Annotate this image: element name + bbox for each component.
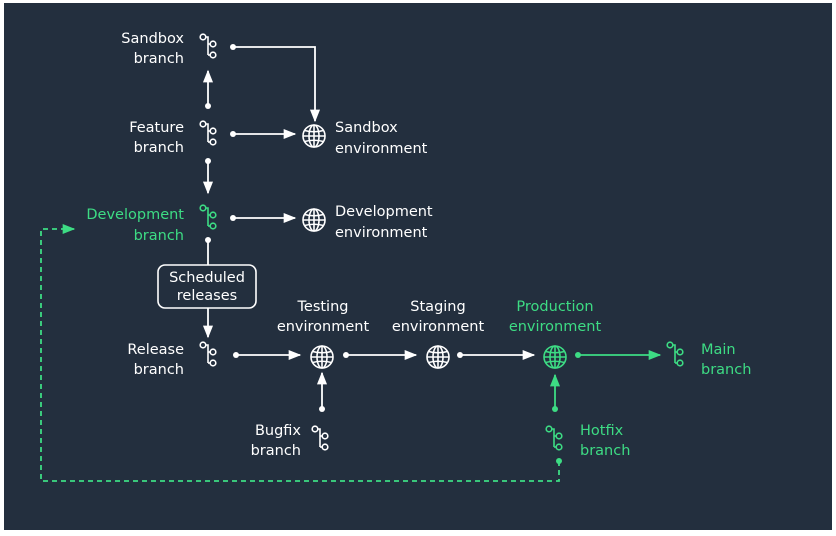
sandbox-branch-label-line1: Sandbox xyxy=(121,31,184,47)
bugfix-branch-label-line1: Bugfix xyxy=(255,423,301,439)
development-environment-label-line1: Development xyxy=(335,204,433,220)
sandbox-branch-label-line2: branch xyxy=(134,51,184,67)
scheduled-releases-line2: releases xyxy=(177,288,237,304)
hotfix-branch-label-line1: Hotfix xyxy=(580,423,624,439)
release-branch-label-line1: Release xyxy=(127,342,184,358)
connectors xyxy=(202,46,536,409)
bugfix-branch-label-line2: branch xyxy=(251,443,301,459)
connector-dots xyxy=(205,44,463,412)
production-environment-label-line2: environment xyxy=(509,319,602,335)
sandbox-environment-label-line1: Sandbox xyxy=(335,120,398,136)
scheduled-releases-line1: Scheduled xyxy=(169,270,245,286)
arrow-sandbox-branch-to-sandbox-env xyxy=(233,46,321,123)
dashed-hotfix-to-development xyxy=(40,223,560,482)
branching-diagram: Scheduled releases Sandbox branch Featur… xyxy=(4,3,832,530)
sandbox-environment-label-line2: environment xyxy=(335,141,428,157)
development-environment-label-line2: environment xyxy=(335,225,428,241)
sandbox-environment-globe-icon xyxy=(302,124,326,148)
staging-environment-globe-icon xyxy=(426,345,450,369)
hotfix-connectors xyxy=(40,223,662,482)
hotfix-branch-label-line2: branch xyxy=(580,443,630,459)
development-branch-label-line2: branch xyxy=(134,228,184,244)
main-branch-label-line1: Main xyxy=(701,342,736,358)
hotfix-connector-dots xyxy=(552,352,581,464)
development-environment-globe-icon xyxy=(302,208,326,232)
production-environment-label-line1: Production xyxy=(516,299,593,315)
staging-environment-label-line1: Staging xyxy=(410,299,465,315)
production-environment-globe-icon xyxy=(543,345,567,369)
development-branch-label-line1: Development xyxy=(86,207,184,223)
staging-environment-label-line2: environment xyxy=(392,319,485,335)
main-branch-label-line2: branch xyxy=(701,362,751,378)
testing-environment-label-line2: environment xyxy=(277,319,370,335)
testing-environment-globe-icon xyxy=(310,345,334,369)
feature-branch-label-line2: branch xyxy=(134,140,184,156)
testing-environment-label-line1: Testing xyxy=(297,299,349,315)
feature-branch-label-line1: Feature xyxy=(129,120,184,136)
release-branch-label-line2: branch xyxy=(134,362,184,378)
diagram-frame: Scheduled releases Sandbox branch Featur… xyxy=(4,3,832,530)
scheduled-releases-box xyxy=(157,264,257,309)
diagram-background xyxy=(4,3,832,530)
